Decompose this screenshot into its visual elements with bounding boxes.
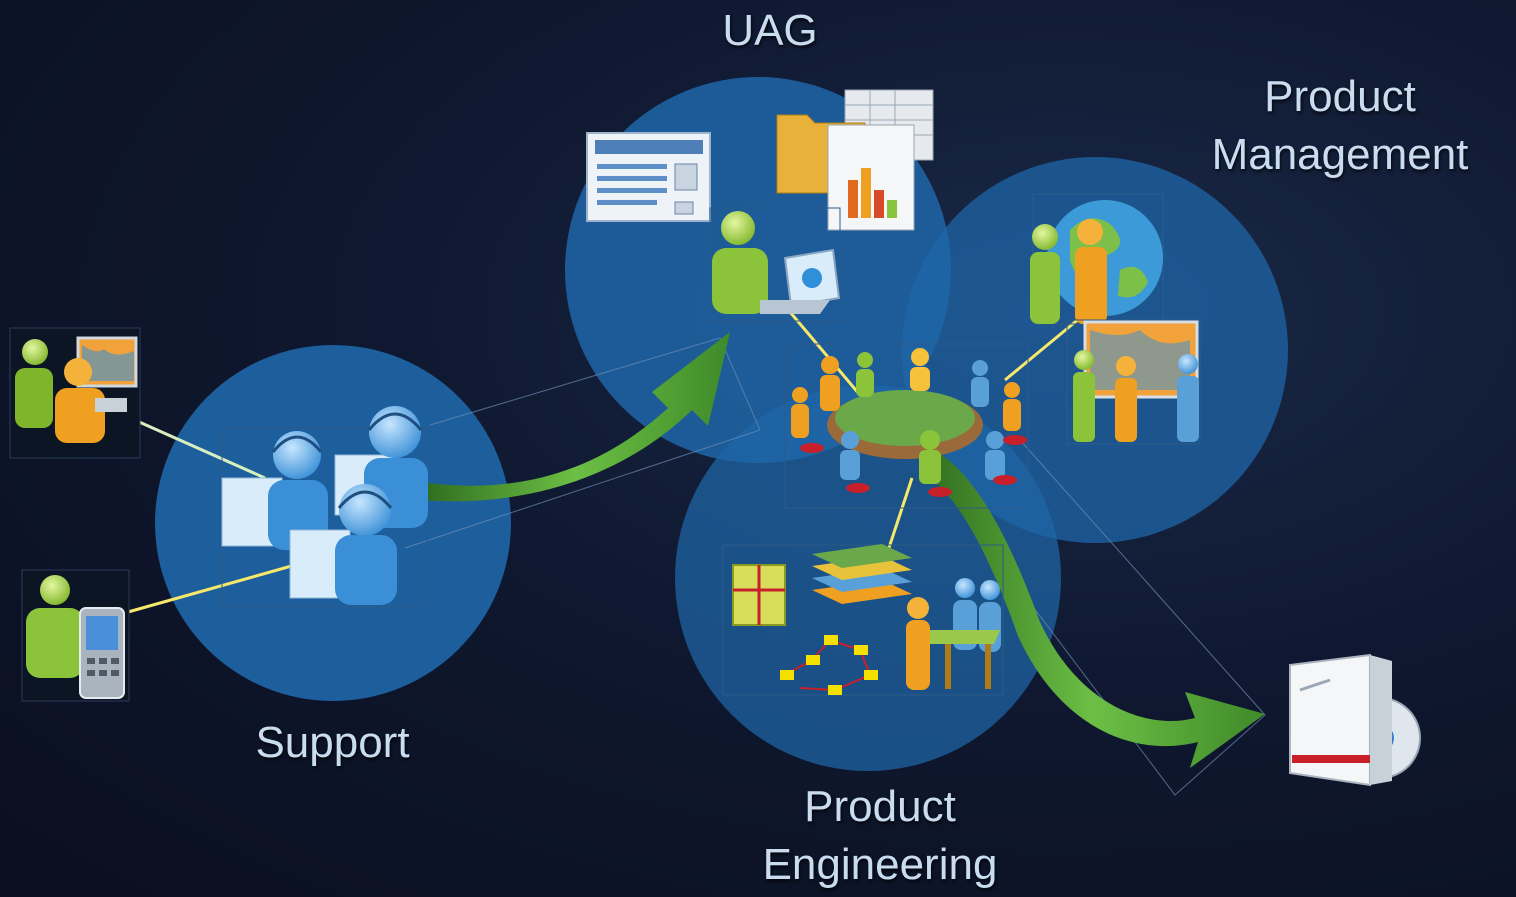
user-map-icon [9,327,141,459]
support-to-uag-arrow [420,332,730,502]
connector-lines [127,311,1081,614]
folder-files-chart-icon [776,89,934,231]
support-label: Support [220,714,445,772]
support-label-text: Support [255,718,410,767]
software-box-icon [1289,653,1421,787]
document-window-icon [586,132,711,222]
guide-lines [404,337,1266,796]
support-team-icon [221,406,428,607]
user-laptop-icon [709,207,841,322]
product-engineering-label: Product Engineering [730,778,1030,894]
engineering-to-release-arrow [920,448,1265,768]
product-engineering-line2: Engineering [762,840,998,889]
product-engineering-line1: Product [804,782,956,831]
product-management-line2: Management [1211,130,1469,179]
uag-label: UAG [700,2,840,60]
product-management-label: Product Management [1175,68,1505,184]
uag-label-text: UAG [722,6,818,55]
globe-handshake-icon [1030,193,1164,325]
engineering-tools-icon [722,544,1004,696]
group-map-icon [1066,319,1201,445]
meeting-table-icon [784,343,1029,509]
product-management-line1: Product [1264,72,1416,121]
support-circle [155,345,511,701]
user-phone-icon [21,569,130,702]
